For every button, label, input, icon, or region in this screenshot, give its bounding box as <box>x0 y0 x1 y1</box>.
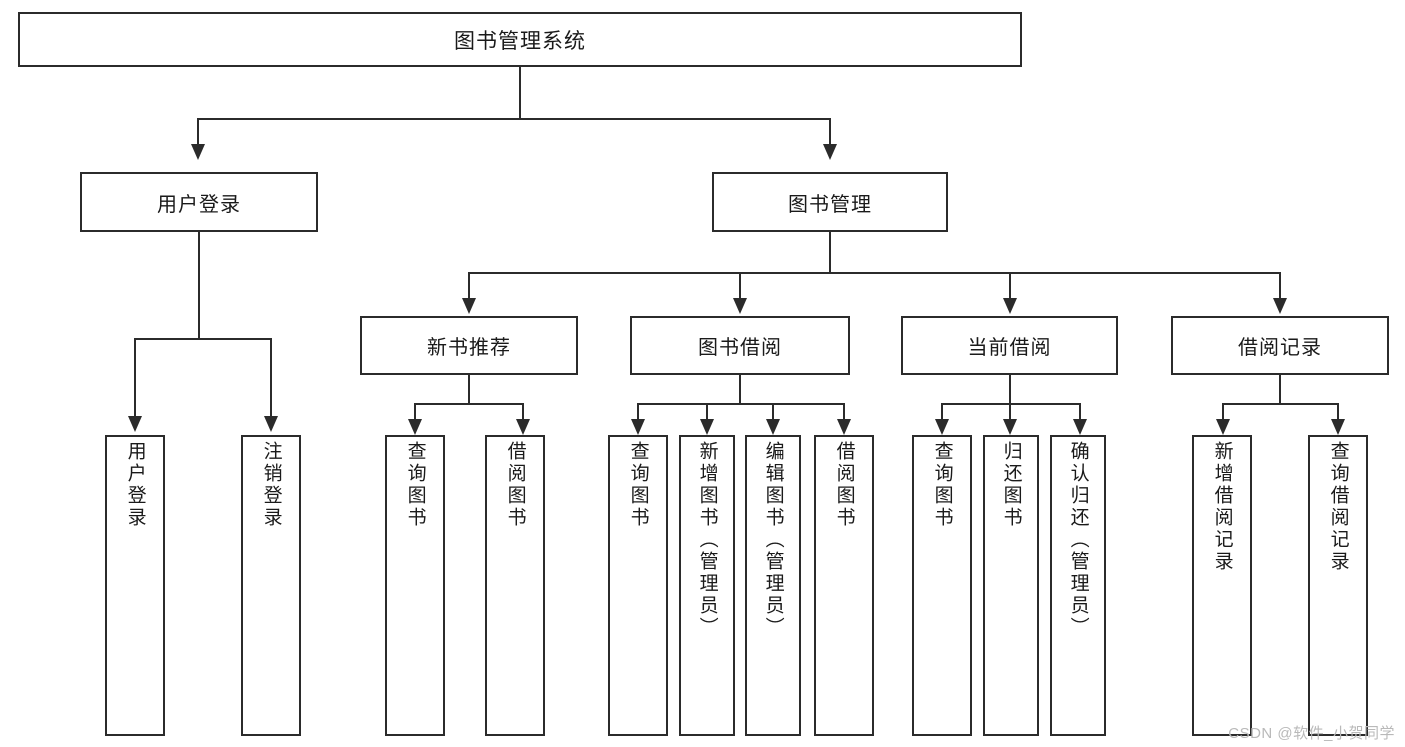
node-label: 图书借阅 <box>698 337 782 359</box>
node-leaf-query-book-recommend[interactable]: 查询图书 <box>385 435 445 736</box>
connector-new-book-to-leaf2 <box>522 403 524 419</box>
node-current-borrow[interactable]: 当前借阅 <box>901 316 1118 375</box>
arrow-current-borrow-to-leaf3 <box>1073 419 1087 435</box>
connector-book-borrow-to-leaf2 <box>706 403 708 419</box>
connector-root-bus <box>197 118 831 120</box>
connector-user-login-bus <box>134 338 270 340</box>
node-borrow-record[interactable]: 借阅记录 <box>1171 316 1389 375</box>
node-label: 新增图书（管理员） <box>696 441 718 639</box>
connector-book-mgmt-to-borrow-record <box>1279 272 1281 298</box>
node-label: 编辑图书（管理员） <box>762 441 784 639</box>
arrow-user-login-to-leaf1 <box>128 416 142 432</box>
connector-root-stem <box>519 67 521 118</box>
connector-user-login-to-leaf2 <box>270 338 272 416</box>
node-leaf-borrow-book-recommend[interactable]: 借阅图书 <box>485 435 545 736</box>
connector-book-borrow-stem <box>739 375 741 403</box>
node-label: 查询图书 <box>627 441 649 529</box>
node-label: 当前借阅 <box>967 337 1052 359</box>
connector-book-borrow-to-leaf3 <box>772 403 774 419</box>
node-book-borrow[interactable]: 图书借阅 <box>630 316 850 375</box>
arrow-current-borrow-to-leaf2 <box>1003 419 1017 435</box>
arrow-book-mgmt-to-new-book <box>462 298 476 314</box>
connector-book-mgmt-to-current-borrow <box>1009 272 1011 298</box>
node-label: 注销登录 <box>260 441 282 529</box>
connector-book-mgmt-bus <box>468 272 1281 274</box>
node-leaf-confirm-return-admin[interactable]: 确认归还（管理员） <box>1050 435 1106 736</box>
node-leaf-query-book-borrow[interactable]: 查询图书 <box>608 435 668 736</box>
node-book-management[interactable]: 图书管理 <box>712 172 948 232</box>
node-leaf-edit-book-admin[interactable]: 编辑图书（管理员） <box>745 435 801 736</box>
arrow-book-mgmt-to-current-borrow <box>1003 298 1017 314</box>
node-label: 用户登录 <box>157 193 241 216</box>
connector-book-borrow-bus <box>637 403 843 405</box>
connector-root-to-book-mgmt <box>829 118 831 144</box>
arrow-new-book-to-leaf1 <box>408 419 422 435</box>
node-leaf-borrow-book[interactable]: 借阅图书 <box>814 435 874 736</box>
arrow-user-login-to-leaf2 <box>264 416 278 432</box>
node-label: 查询图书 <box>404 441 426 529</box>
node-label: 新增借阅记录 <box>1211 441 1233 573</box>
arrow-book-mgmt-to-borrow-record <box>1273 298 1287 314</box>
connector-current-borrow-to-leaf2 <box>1009 403 1011 419</box>
node-leaf-query-book-current[interactable]: 查询图书 <box>912 435 972 736</box>
node-leaf-add-book-admin[interactable]: 新增图书（管理员） <box>679 435 735 736</box>
arrow-book-mgmt-to-book-borrow <box>733 298 747 314</box>
node-label: 用户登录 <box>124 441 146 529</box>
node-label: 借阅记录 <box>1238 337 1322 359</box>
node-label: 确认归还（管理员） <box>1067 441 1089 639</box>
connector-user-login-to-leaf1 <box>134 338 136 416</box>
arrow-borrow-record-to-leaf2 <box>1331 419 1345 435</box>
connector-borrow-record-stem <box>1279 375 1281 403</box>
node-label: 借阅图书 <box>504 441 526 529</box>
arrow-book-borrow-to-leaf1 <box>631 419 645 435</box>
connector-borrow-record-to-leaf2 <box>1337 403 1339 419</box>
connector-new-book-to-leaf1 <box>414 403 416 419</box>
connector-borrow-record-bus <box>1222 403 1337 405</box>
arrow-book-borrow-to-leaf2 <box>700 419 714 435</box>
node-label: 查询借阅记录 <box>1327 441 1349 573</box>
node-label: 新书推荐 <box>427 337 511 359</box>
connector-user-login-stem <box>198 232 200 338</box>
connector-current-borrow-to-leaf3 <box>1079 403 1081 419</box>
arrow-book-borrow-to-leaf4 <box>837 419 851 435</box>
connector-new-book-stem <box>468 375 470 403</box>
node-label: 归还图书 <box>1000 441 1022 529</box>
node-leaf-user-login[interactable]: 用户登录 <box>105 435 165 736</box>
connector-book-mgmt-to-book-borrow <box>739 272 741 298</box>
arrow-borrow-record-to-leaf1 <box>1216 419 1230 435</box>
connector-book-borrow-to-leaf4 <box>843 403 845 419</box>
node-label: 图书管理系统 <box>454 29 586 53</box>
connector-new-book-bus <box>414 403 522 405</box>
connector-book-borrow-to-leaf1 <box>637 403 639 419</box>
arrow-root-to-user-login <box>191 144 205 160</box>
node-new-book-recommend[interactable]: 新书推荐 <box>360 316 578 375</box>
connector-borrow-record-to-leaf1 <box>1222 403 1224 419</box>
node-label: 查询图书 <box>931 441 953 529</box>
node-label: 图书管理 <box>788 193 872 216</box>
node-leaf-query-borrow-record[interactable]: 查询借阅记录 <box>1308 435 1368 736</box>
arrow-current-borrow-to-leaf1 <box>935 419 949 435</box>
connector-root-to-user-login <box>197 118 199 144</box>
node-leaf-return-book[interactable]: 归还图书 <box>983 435 1039 736</box>
arrow-new-book-to-leaf2 <box>516 419 530 435</box>
connector-current-borrow-stem <box>1009 375 1011 403</box>
node-leaf-add-borrow-record[interactable]: 新增借阅记录 <box>1192 435 1252 736</box>
arrow-book-borrow-to-leaf3 <box>766 419 780 435</box>
node-root-book-management-system[interactable]: 图书管理系统 <box>18 12 1022 67</box>
arrow-root-to-book-mgmt <box>823 144 837 160</box>
node-user-login[interactable]: 用户登录 <box>80 172 318 232</box>
connector-book-mgmt-to-new-book <box>468 272 470 298</box>
connector-current-borrow-to-leaf1 <box>941 403 943 419</box>
node-label: 借阅图书 <box>833 441 855 529</box>
connector-book-mgmt-stem <box>829 232 831 272</box>
node-leaf-logout[interactable]: 注销登录 <box>241 435 301 736</box>
